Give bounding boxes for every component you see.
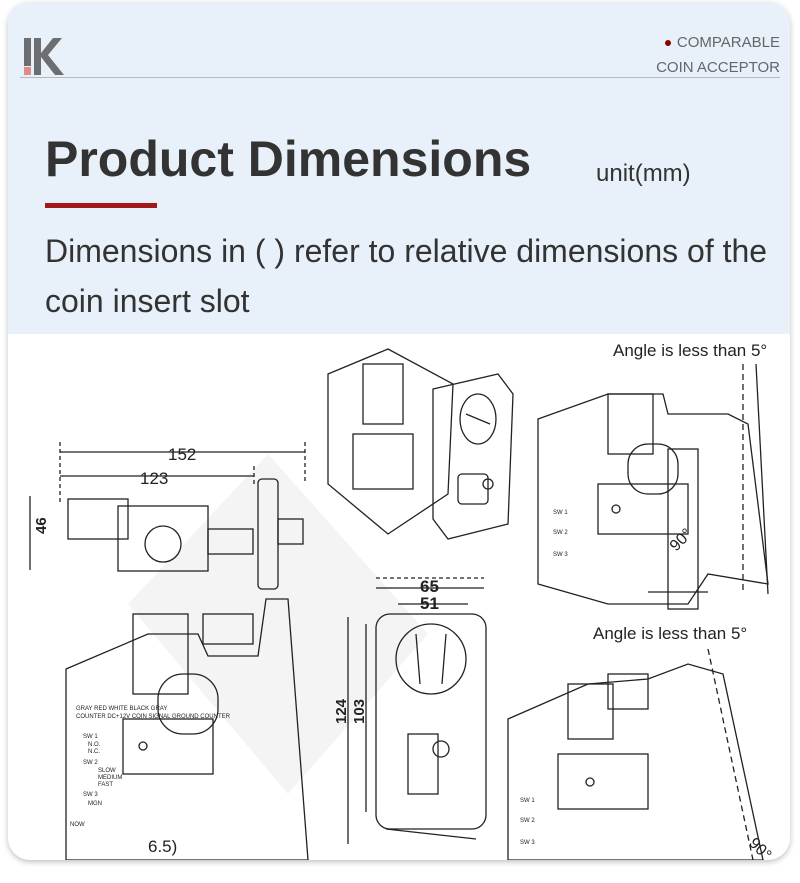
label-mgn: MGN xyxy=(88,801,102,807)
front-view: 65 51 124 103 xyxy=(333,577,487,844)
dim-partial: 6.5) xyxy=(148,837,177,856)
dim-65: 65 xyxy=(420,577,439,596)
isometric-view xyxy=(327,348,514,540)
dim-123: 123 xyxy=(140,469,168,488)
title-underline xyxy=(45,203,157,208)
label-sw3-c: SW 3 xyxy=(520,840,535,846)
page-title: Product Dimensions xyxy=(45,131,532,187)
label-sw1-c: SW 1 xyxy=(520,798,535,804)
label-sw3: SW 3 xyxy=(553,552,568,558)
angle-90-b: 90° xyxy=(745,835,774,860)
label-sw1-b: SW 1 xyxy=(83,734,98,740)
dim-124: 124 xyxy=(333,698,350,724)
signal-labels: COUNTER DC+12V COIN SIGNAL GROUND COUNTE… xyxy=(76,714,231,720)
unit-label: unit(mm) xyxy=(596,160,691,187)
side-view-large: GRAY RED WHITE BLACK GRAY COUNTER DC+12V… xyxy=(65,598,309,860)
label-sw2-b: SW 2 xyxy=(83,760,98,766)
header-divider xyxy=(20,77,780,78)
label-nc: N.C. xyxy=(88,749,100,755)
side-view-top: 152 123 46 xyxy=(29,442,306,590)
dim-51: 51 xyxy=(420,594,439,613)
technical-drawings: 152 123 46 Angle is less than 5° 90° SW … xyxy=(29,341,774,860)
dim-103: 103 xyxy=(351,699,368,724)
header-panel: COMPARABLE COIN ACCEPTOR Product Dimensi… xyxy=(8,2,790,334)
dim-46: 46 xyxy=(33,517,50,534)
label-medium: MEDIUM xyxy=(98,775,122,781)
label-sw2: SW 2 xyxy=(553,530,568,536)
angle-90-a: 90° xyxy=(667,526,696,555)
wire-labels: GRAY RED WHITE BLACK GRAY xyxy=(76,706,167,712)
product-card: COMPARABLE COIN ACCEPTOR Product Dimensi… xyxy=(8,2,790,860)
label-now: NOW xyxy=(70,822,85,828)
label-sw1: SW 1 xyxy=(553,510,568,516)
label-slow: SLOW xyxy=(98,768,116,774)
dim-152: 152 xyxy=(168,445,196,464)
tag-line-2: COIN ACCEPTOR xyxy=(656,59,780,76)
bullet-icon xyxy=(664,40,671,47)
label-no: N.O. xyxy=(88,742,101,748)
side-view-right: Angle is less than 5° 90° SW 1 SW 2 SW 3 xyxy=(537,341,769,610)
brand-logo xyxy=(24,38,64,75)
subtitle: Dimensions in ( ) refer to relative dime… xyxy=(45,233,768,319)
label-sw3-b: SW 3 xyxy=(83,792,98,798)
angle-note-2: Angle is less than 5° xyxy=(593,624,747,643)
tag-line-1: COMPARABLE xyxy=(676,34,780,51)
label-fast: FAST xyxy=(98,782,113,788)
label-sw2-c: SW 2 xyxy=(520,818,535,824)
watermark xyxy=(128,454,428,794)
product-tag: COMPARABLE COIN ACCEPTOR xyxy=(656,30,780,80)
side-view-angled: Angle is less than 5° 90° SW 1 SW 2 SW 3 xyxy=(507,624,774,860)
angle-note-1: Angle is less than 5° xyxy=(613,341,767,360)
